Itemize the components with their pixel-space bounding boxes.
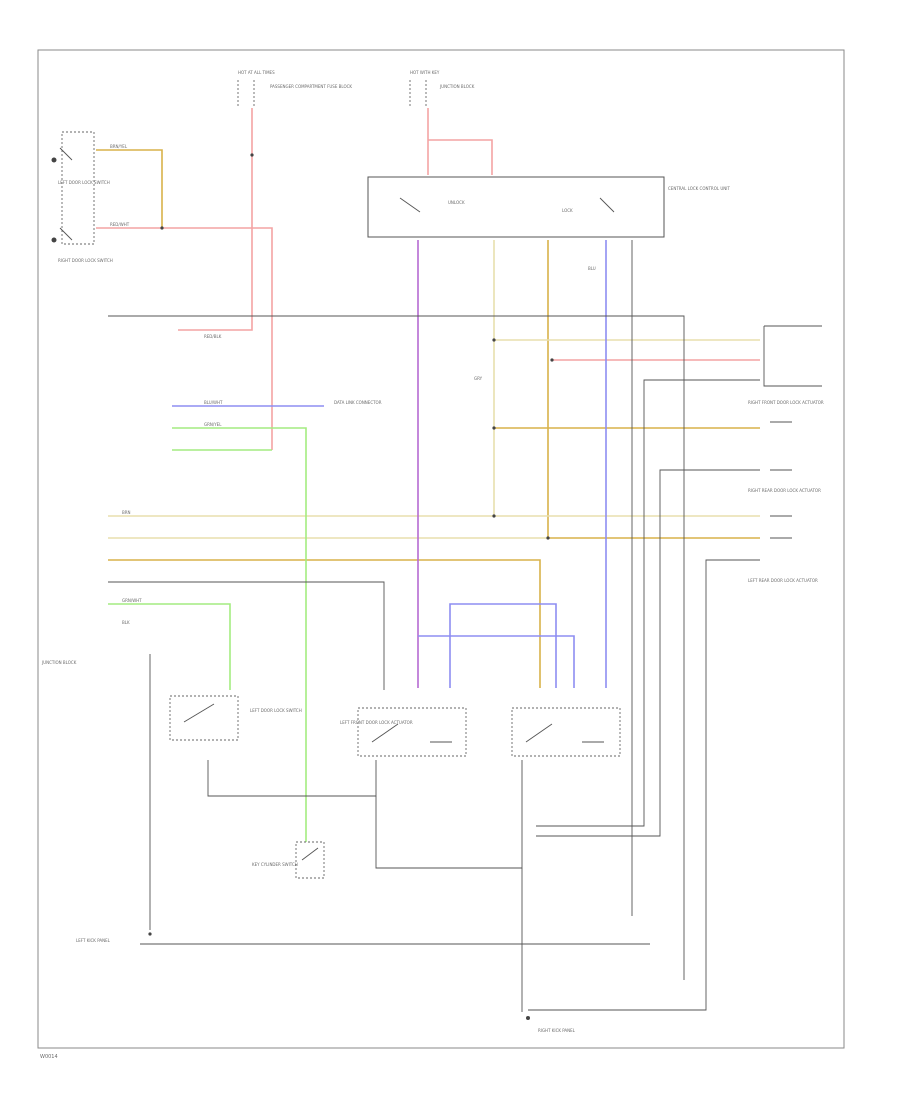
wire-label-brn-yel: BRN/YEL bbox=[110, 144, 128, 149]
left-front-actuator-label: LEFT FRONT DOOR LOCK ACTUATOR bbox=[340, 720, 413, 725]
right-door-switch-label: RIGHT DOOR LOCK SWITCH bbox=[58, 258, 113, 263]
wire-label-grn-yel: GRN/YEL bbox=[204, 422, 222, 427]
fuse-right-detail: JUNCTION BLOCK bbox=[439, 84, 475, 89]
fuse-left-detail: PASSENGER COMPARTMENT FUSE BLOCK bbox=[270, 84, 352, 89]
left-door-switch: LEFT DOOR LOCK SWITCH RIGHT DOOR LOCK SW… bbox=[51, 131, 113, 263]
right-connectors: RIGHT FRONT DOOR LOCK ACTUATOR RIGHT REA… bbox=[748, 325, 824, 583]
left-door-unit: LEFT DOOR LOCK SWITCH bbox=[169, 695, 302, 741]
actuator-left: LEFT FRONT DOOR LOCK ACTUATOR bbox=[340, 707, 467, 757]
fuse-right-title: HOT WITH KEY bbox=[410, 70, 440, 75]
fuse-left: HOT AT ALL TIMES PASSENGER COMPARTMENT F… bbox=[237, 70, 352, 106]
data-link-label: DATA LINK CONNECTOR bbox=[334, 400, 382, 405]
right-rear-actuator-label: RIGHT REAR DOOR LOCK ACTUATOR bbox=[748, 488, 821, 493]
ground-points: LEFT KICK PANEL RIGHT KICK PANEL bbox=[76, 932, 576, 1033]
left-door-unit-label: LEFT DOOR LOCK SWITCH bbox=[250, 708, 302, 713]
left-door-switch-label: LEFT DOOR LOCK SWITCH bbox=[58, 180, 110, 185]
wire-label-blk: BLK bbox=[122, 620, 130, 625]
wire-label-blu-wht: BLU/WHT bbox=[204, 400, 223, 405]
key-switch-label: KEY CYLINDER SWITCH bbox=[252, 862, 298, 867]
wire-cream bbox=[108, 240, 760, 539]
wire-label-red-wht: RED/WHT bbox=[110, 222, 130, 227]
wire-label-gry: GRY bbox=[474, 376, 483, 381]
fuse-left-title: HOT AT ALL TIMES bbox=[238, 70, 275, 75]
diagram-frame bbox=[37, 49, 845, 1049]
wire-labels: BRN/YEL RED/WHT RED/BLK BLU/WHT GRN/YEL … bbox=[110, 144, 596, 625]
right-front-actuator-label: RIGHT FRONT DOOR LOCK ACTUATOR bbox=[748, 400, 824, 405]
wire-green bbox=[108, 427, 307, 842]
control-unit: UNLOCK LOCK CENTRAL LOCK CONTROL UNIT bbox=[367, 176, 730, 238]
control-unit-unlock: UNLOCK bbox=[448, 200, 465, 205]
footer-code: W0014 bbox=[40, 1054, 58, 1060]
actuator-right bbox=[511, 707, 621, 757]
wire-pink bbox=[96, 108, 760, 450]
control-unit-lock: LOCK bbox=[562, 208, 573, 213]
wire-gray bbox=[108, 240, 760, 1012]
ground-right-label: RIGHT KICK PANEL bbox=[538, 1028, 576, 1033]
junction-box-label: JUNCTION BLOCK bbox=[41, 660, 77, 665]
wire-label-brn: BRN bbox=[122, 510, 131, 515]
control-unit-label: CENTRAL LOCK CONTROL UNIT bbox=[668, 186, 730, 191]
wire-label-grn-wht: GRN/WHT bbox=[122, 598, 142, 603]
junction-nodes bbox=[160, 153, 554, 540]
wire-label-red-blk: RED/BLK bbox=[204, 334, 222, 339]
wire-blue bbox=[172, 240, 607, 688]
key-switch: KEY CYLINDER SWITCH bbox=[252, 841, 325, 879]
ground-left-label: LEFT KICK PANEL bbox=[76, 938, 111, 943]
wire-label-blu: BLU bbox=[588, 266, 596, 271]
fuse-right: HOT WITH KEY JUNCTION BLOCK bbox=[409, 70, 475, 106]
left-rear-actuator-label: LEFT REAR DOOR LOCK ACTUATOR bbox=[748, 578, 818, 583]
